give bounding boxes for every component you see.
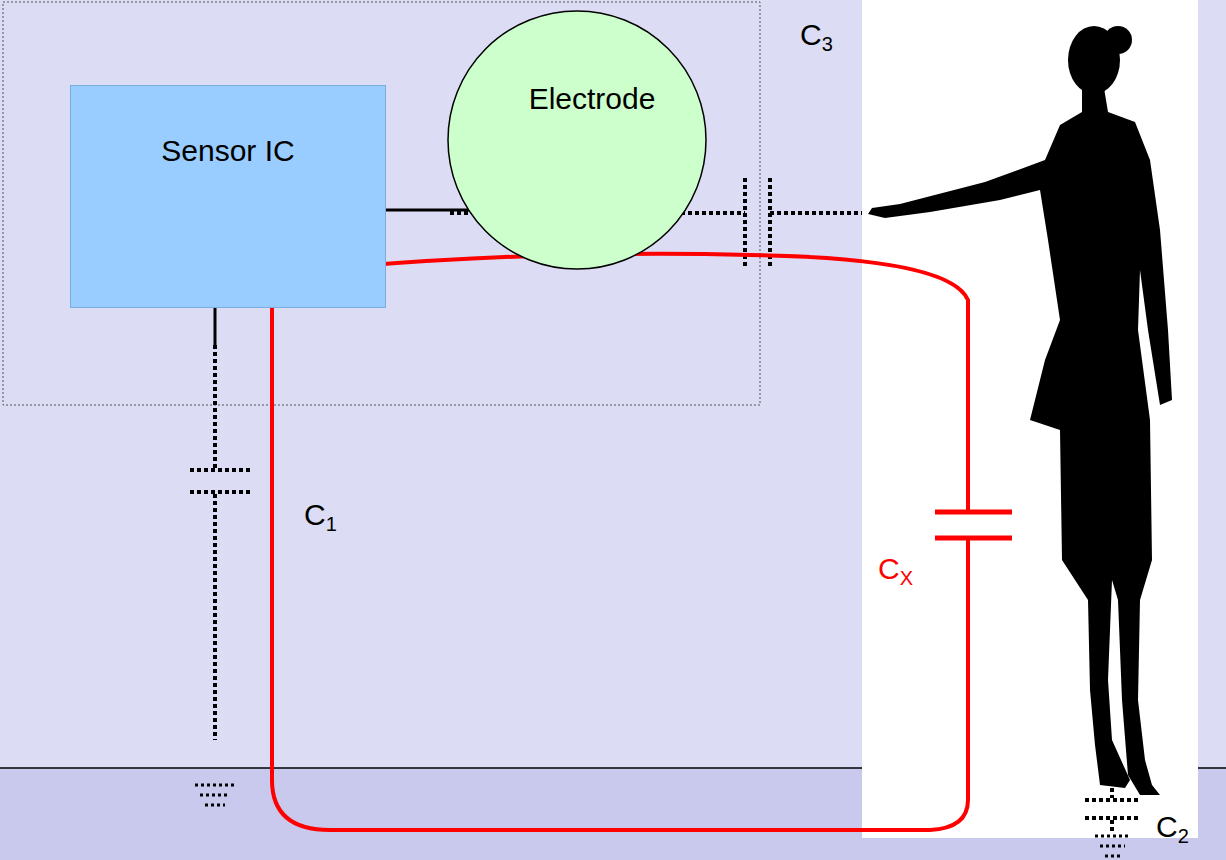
capacitor-label: C3	[800, 18, 833, 56]
module-outline	[3, 2, 760, 405]
node-text: Sensor IC	[71, 134, 385, 168]
person-silhouette	[868, 26, 1172, 795]
touch-current-loop	[272, 254, 1012, 830]
capacitor-label: C1	[304, 498, 337, 536]
sensor-ic-box: Sensor IC	[70, 85, 386, 308]
electrode-circle: Electrode	[447, 10, 737, 270]
parasitic-capacitor-c1	[190, 345, 250, 805]
figure-backdrop	[862, 0, 1198, 838]
node-text: Electrode	[447, 82, 737, 116]
signal-wire	[386, 210, 470, 211]
ic-ground-lead	[214, 308, 217, 345]
parasitic-capacitor-c2	[1085, 788, 1140, 856]
capacitor-label: CX	[878, 552, 913, 590]
circle-outline	[447, 10, 707, 270]
capacitor-label: C2	[1156, 810, 1189, 848]
